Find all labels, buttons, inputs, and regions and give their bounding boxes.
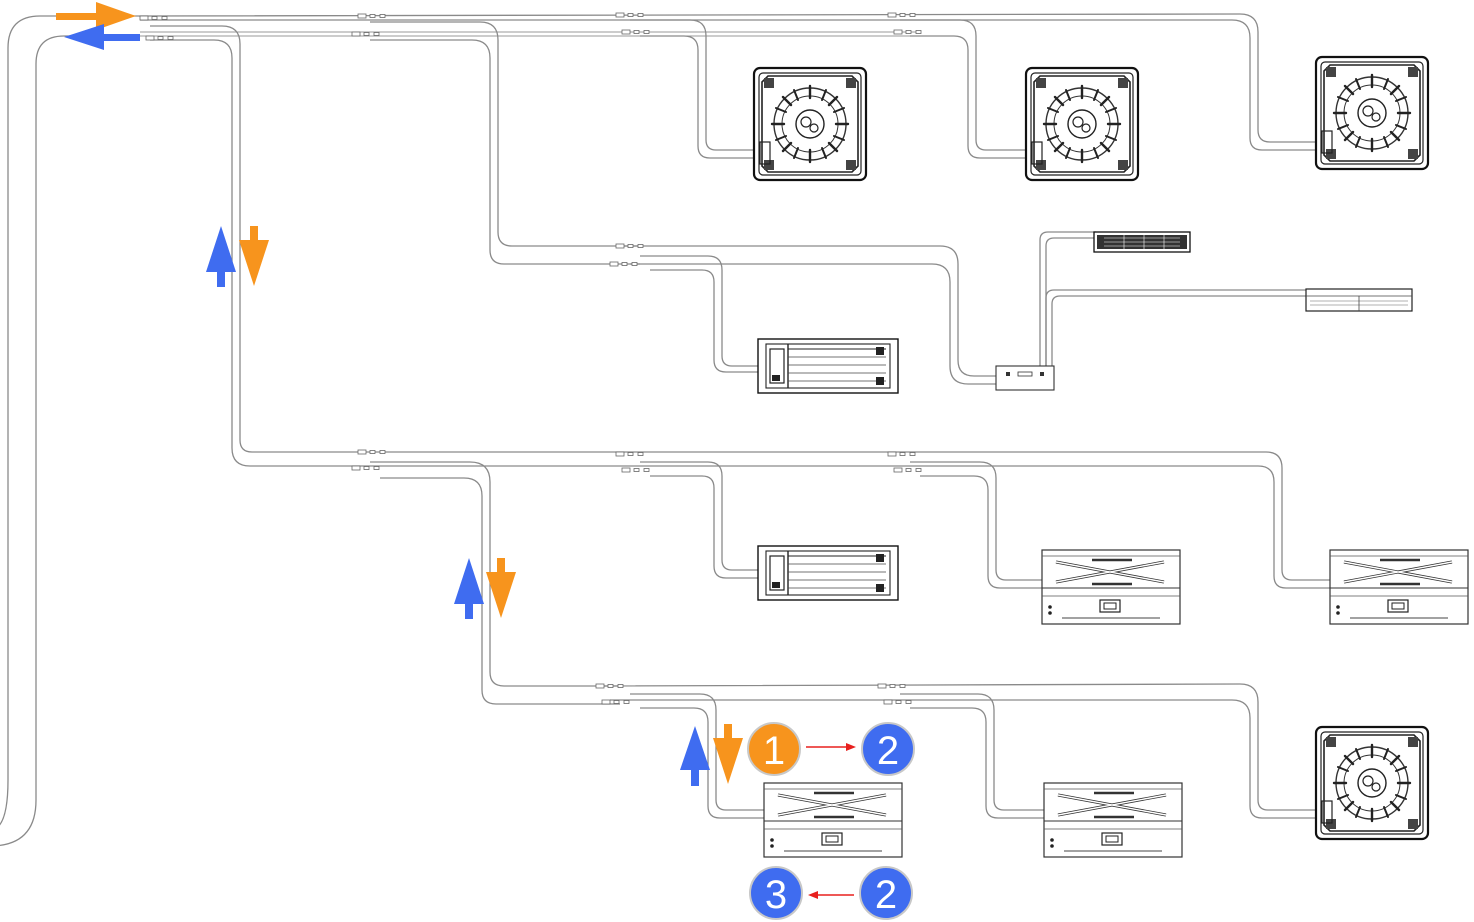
cassette-unit-icon bbox=[1314, 55, 1430, 171]
svg-text:2: 2 bbox=[877, 729, 899, 773]
riser-1-up-arrow-icon bbox=[206, 226, 236, 287]
console-unit-icon bbox=[1042, 781, 1184, 859]
badge-1-orange: 1 bbox=[747, 722, 801, 776]
cassette-unit-icon bbox=[1024, 66, 1140, 182]
return-arrow-icon bbox=[64, 24, 140, 50]
ducted-unit-icon bbox=[757, 338, 899, 394]
sequence-badges: 1 2 3 2 bbox=[747, 722, 915, 920]
sequence-arrow-right-icon bbox=[806, 743, 856, 751]
wall-unit-icon bbox=[1093, 231, 1191, 253]
flow-arrows bbox=[56, 2, 743, 786]
ceiling-unit-icon bbox=[1305, 288, 1413, 312]
badge-2-blue: 2 bbox=[861, 722, 915, 776]
supply-arrow-icon bbox=[56, 2, 136, 30]
riser-3-down-arrow-icon bbox=[713, 724, 743, 784]
console-unit-icon bbox=[1328, 548, 1470, 626]
console-unit-icon bbox=[1040, 548, 1182, 626]
console-unit-icon bbox=[762, 781, 904, 859]
riser-2-down-arrow-icon bbox=[486, 558, 516, 618]
svg-text:3: 3 bbox=[765, 873, 787, 917]
ducted-unit-icon bbox=[757, 545, 899, 601]
cassette-unit-icon bbox=[1314, 725, 1430, 841]
pipe-network bbox=[0, 13, 1330, 846]
riser-3-up-arrow-icon bbox=[680, 726, 710, 786]
sequence-arrow-left-icon bbox=[808, 891, 854, 899]
branch-box-icon bbox=[995, 365, 1055, 391]
indoor-units bbox=[752, 55, 1470, 859]
riser-2-up-arrow-icon bbox=[454, 558, 484, 619]
svg-text:2: 2 bbox=[875, 873, 897, 917]
svg-text:1: 1 bbox=[763, 729, 785, 773]
badge-3-blue: 3 bbox=[749, 866, 803, 920]
riser-1-down-arrow-icon bbox=[239, 226, 269, 286]
cassette-unit-icon bbox=[752, 66, 868, 182]
badge-2-blue-bottom: 2 bbox=[859, 866, 913, 920]
